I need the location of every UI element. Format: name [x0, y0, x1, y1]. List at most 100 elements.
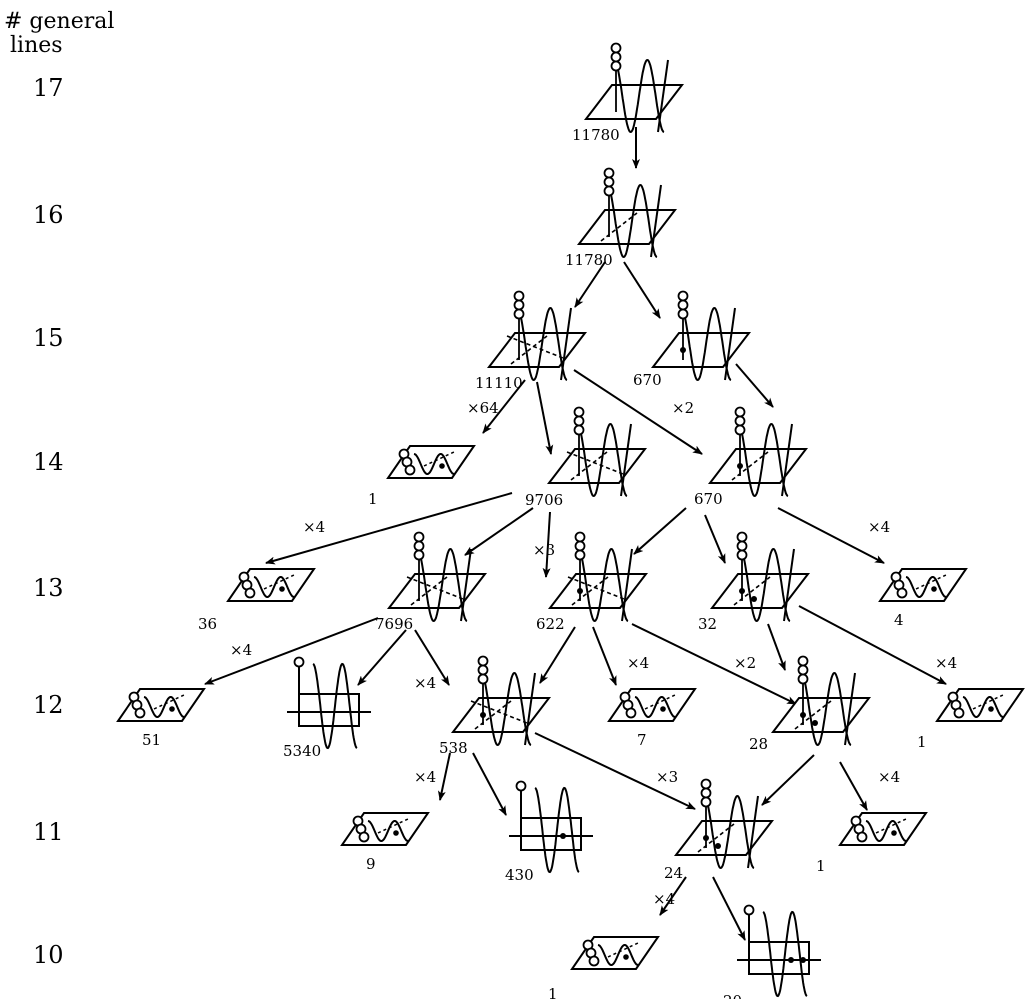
node-n10a: 1 [548, 936, 660, 999]
edge-multiplicity-n14b-n13a: ×4 [303, 518, 325, 536]
node-count-n14c: 670 [694, 490, 723, 508]
edge-n15b-n14c [735, 363, 774, 408]
edge-n14c-n13d [704, 514, 726, 564]
edge-n13b-n12a [204, 617, 379, 685]
node-n11b: 430 [505, 780, 593, 884]
node-n12e: 28 [749, 655, 872, 753]
node-count-n13d: 32 [698, 615, 717, 633]
level-label-15: 15 [33, 324, 64, 352]
node-n13b: 7696 [375, 531, 488, 633]
node-count-n11d: 1 [816, 857, 826, 875]
node-n12d: 7 [607, 688, 697, 749]
node-n10b: 20 [723, 904, 821, 999]
node-count-n14a: 1 [368, 490, 378, 508]
edge-n15a-n14b [536, 381, 554, 455]
node-n14a: 1 [368, 445, 476, 508]
header-line-2: lines [10, 33, 63, 58]
node-count-n12b: 5340 [283, 742, 321, 760]
node-n11d: 1 [816, 812, 928, 875]
edge-n14b-n13c [542, 511, 551, 578]
node-n16: 11780 [565, 167, 678, 269]
edge-n12e-n11c [761, 754, 815, 806]
edge-n15a-n14c [573, 369, 703, 455]
node-count-n13e: 4 [894, 611, 904, 629]
edge-n12e-n11d [839, 761, 868, 811]
node-n12b: 5340 [283, 656, 371, 760]
edge-n13d-n12f [798, 605, 947, 685]
edge-n14b-n13a [265, 492, 513, 565]
node-count-n17: 11780 [572, 126, 620, 144]
node-count-n11c: 24 [664, 864, 683, 882]
edge-multiplicity-n13c-n12e: ×2 [734, 654, 756, 672]
level-label-14: 14 [33, 448, 64, 476]
node-count-n13c: 622 [536, 615, 565, 633]
node-count-n15a: 11110 [475, 374, 523, 392]
level-label-16: 16 [33, 201, 64, 229]
edge-n13d-n12e [767, 623, 786, 671]
edge-multiplicity-n13c-n12d: ×4 [627, 654, 649, 672]
edge-multiplicity-n12c-n11a: ×4 [414, 768, 436, 786]
edge-n12c-n11b [472, 752, 507, 816]
edge-multiplicity-n14c-n13e: ×4 [868, 518, 890, 536]
node-count-n13a: 36 [198, 615, 217, 633]
edge-n14b-n13b [464, 507, 534, 556]
node-n14c: 670 [694, 406, 809, 508]
edge-multiplicity-n15a-n14c: ×2 [672, 399, 694, 417]
edges: ×64×2×4×3×4×4×4×4×2×4×4×3×4×4 [204, 127, 957, 941]
edge-n11c-n10b [712, 876, 746, 941]
node-n11a: 9 [340, 812, 430, 873]
node-n13a: 36 [198, 568, 316, 633]
level-label-13: 13 [33, 574, 64, 602]
edge-n14c-n13c [633, 507, 687, 555]
edge-n12c-n11a [437, 752, 451, 801]
edge-n13c-n12c [539, 626, 576, 684]
level-label-10: 10 [33, 941, 64, 969]
node-n15b: 670 [633, 290, 752, 389]
node-count-n12e: 28 [749, 735, 768, 753]
edge-multiplicity-n12c-n11c: ×3 [656, 768, 678, 786]
node-n17: 11780 [572, 42, 685, 144]
node-count-n12f: 1 [917, 733, 927, 751]
node-n13e: 4 [878, 568, 968, 629]
node-n11c: 24 [664, 778, 775, 882]
node-count-n14b: 9706 [525, 491, 563, 509]
edge-multiplicity-n13b-n12a: ×4 [230, 641, 252, 659]
node-count-n13b: 7696 [375, 615, 413, 633]
node-count-n16: 11780 [565, 251, 613, 269]
edge-multiplicity-n14b-n13c: ×3 [533, 541, 555, 559]
node-n12a: 51 [116, 688, 206, 749]
node-n14b: 9706 [525, 406, 648, 509]
node-count-n15b: 670 [633, 371, 662, 389]
node-count-n10a: 1 [548, 985, 558, 999]
edge-n12c-n11c [534, 732, 696, 810]
edge-n13b-n12b [357, 629, 407, 686]
node-count-n10b: 20 [723, 992, 742, 999]
header-line-1: # general [4, 9, 114, 34]
node-count-n12c: 538 [439, 739, 468, 757]
edge-n16-n15a [574, 261, 606, 308]
edge-n14c-n13e [777, 507, 885, 564]
node-n13d: 32 [698, 531, 811, 633]
edge-n16-n15b [623, 261, 661, 319]
edge-multiplicity-n12e-n11d: ×4 [878, 768, 900, 786]
edge-n11c-n10a [659, 876, 687, 916]
node-n15a: 11110 [475, 290, 588, 392]
node-count-n11a: 9 [366, 855, 376, 873]
node-count-n11b: 430 [505, 866, 534, 884]
edge-n13b-n12c [414, 629, 450, 686]
node-n12f: 1 [917, 688, 1025, 751]
edge-multiplicity-n13b-n12c: ×4 [414, 674, 436, 692]
node-count-n12a: 51 [142, 731, 161, 749]
edge-multiplicity-n15a-n14a: ×64 [467, 399, 499, 417]
level-label-12: 12 [33, 691, 64, 719]
edge-n13c-n12d [592, 626, 617, 686]
node-n12c: 538 [439, 655, 552, 757]
edge-multiplicity-n13d-n12f: ×4 [935, 654, 957, 672]
node-n13c: 622 [536, 531, 649, 633]
edge-n13c-n12e [631, 623, 797, 705]
node-count-n12d: 7 [637, 731, 647, 749]
level-label-17: 17 [33, 74, 64, 102]
